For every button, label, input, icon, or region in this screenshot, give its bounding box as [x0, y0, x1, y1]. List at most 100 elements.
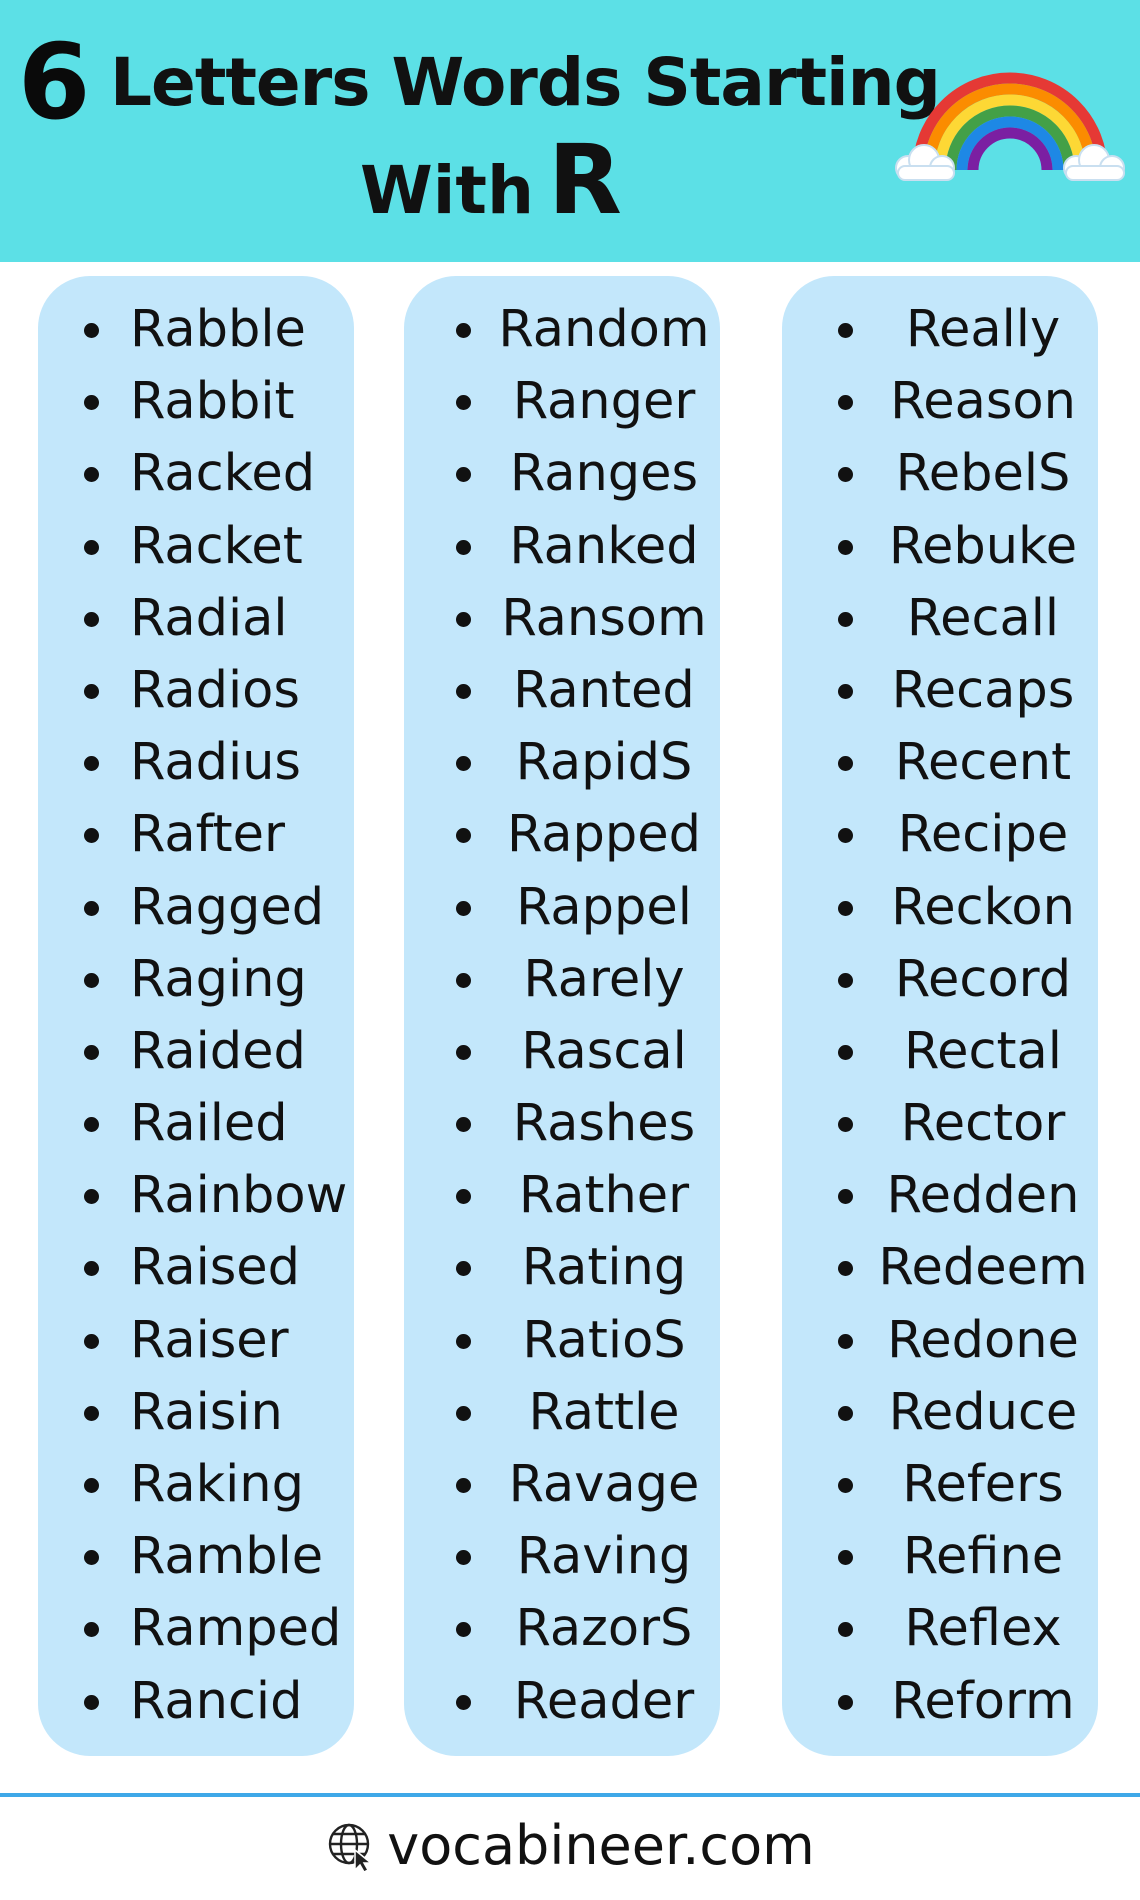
bullet-icon [838, 900, 853, 916]
title-line-1: Letters Words Starting [110, 44, 941, 121]
bullet-icon [84, 1694, 99, 1710]
word-list-item: Rectal [782, 1016, 1098, 1088]
word-list-item: Ransom [404, 583, 720, 655]
word-list-item: Rebuke [782, 511, 1098, 583]
word-text: Recipe [897, 805, 1069, 865]
word-text: Rather [518, 1166, 690, 1226]
word-text: Reflex [904, 1599, 1062, 1659]
word-text: Racket [130, 516, 303, 576]
word-text: Rabbit [130, 372, 295, 432]
bullet-icon [456, 1622, 471, 1638]
word-text: Rashes [512, 1094, 696, 1154]
word-text: Rebuke [888, 516, 1078, 576]
word-text: Redone [887, 1310, 1079, 1370]
bullet-icon [456, 611, 471, 627]
word-list-item: Ramped [38, 1593, 354, 1665]
bullet-icon [84, 395, 99, 411]
word-text: Raving [516, 1527, 692, 1587]
word-list-item: Reader [404, 1666, 720, 1738]
word-list-item: Rafter [38, 799, 354, 871]
word-text: Ramble [130, 1527, 324, 1587]
word-list-item: Record [782, 944, 1098, 1016]
bullet-icon [456, 828, 471, 844]
word-text: Rapped [506, 805, 702, 865]
word-list-item: Refers [782, 1449, 1098, 1521]
word-text: Ranger [512, 372, 696, 432]
word-text: Ranked [509, 516, 699, 576]
word-list-item: Refine [782, 1521, 1098, 1593]
bullet-icon [456, 1405, 471, 1421]
bullet-icon [838, 756, 853, 772]
word-list-item: Rappel [404, 872, 720, 944]
bullet-icon [838, 1478, 853, 1493]
word-list-item: Ranges [404, 438, 720, 510]
word-list-item: Redone [782, 1305, 1098, 1377]
word-text: Rectal [904, 1021, 1062, 1081]
word-list-item: Rattle [404, 1377, 720, 1449]
bullet-icon [838, 467, 853, 483]
word-text: Reader [513, 1671, 695, 1731]
word-text: Rafter [130, 805, 285, 865]
bullet-icon [84, 1622, 99, 1638]
word-text: Redeem [878, 1238, 1088, 1298]
bullet-icon [838, 1694, 853, 1710]
word-list-item: Recipe [782, 799, 1098, 871]
bullet-icon [456, 1550, 471, 1566]
bullet-icon [838, 683, 853, 699]
word-text: Reason [890, 372, 1076, 432]
rainbow-icon [895, 72, 1125, 181]
word-text: RebelS [895, 444, 1071, 504]
word-text: Raiser [130, 1310, 289, 1370]
word-text: Radius [130, 733, 302, 793]
word-list-item: Radius [38, 727, 354, 799]
bullet-icon [84, 683, 99, 699]
word-text: Raised [130, 1238, 301, 1298]
bullet-icon [84, 756, 99, 772]
bullet-icon [456, 323, 471, 338]
word-text: Railed [130, 1094, 288, 1154]
word-list-item: Ravage [404, 1449, 720, 1521]
site-link[interactable]: vocabineer.com [387, 1814, 815, 1877]
title-prefix: With [360, 152, 534, 229]
bullet-icon [456, 683, 471, 699]
word-list-item: Raiser [38, 1305, 354, 1377]
word-list-item: Really [782, 294, 1098, 366]
word-list-item: Redeem [782, 1232, 1098, 1304]
word-text: Reckon [891, 877, 1075, 937]
word-text: Rancid [130, 1671, 303, 1731]
word-list-item: Recaps [782, 655, 1098, 727]
word-text: Recent [894, 733, 1072, 793]
word-text: RatioS [522, 1310, 686, 1370]
word-list-item: Raking [38, 1449, 354, 1521]
bullet-icon [84, 1550, 99, 1566]
word-list-item: Rarely [404, 944, 720, 1016]
bullet-icon [84, 1405, 99, 1421]
word-list-item: Recall [782, 583, 1098, 655]
title-letter: R [547, 124, 622, 236]
bullet-icon [84, 1044, 99, 1060]
word-list-item: Raisin [38, 1377, 354, 1449]
bullet-icon [456, 1333, 471, 1349]
word-text: Raging [130, 949, 307, 1009]
bullet-icon [838, 828, 853, 844]
word-list-item: Raving [404, 1521, 720, 1593]
bullet-icon [84, 828, 99, 844]
word-list-item: Raided [38, 1016, 354, 1088]
bullet-icon [84, 1117, 99, 1133]
word-list-item: Rabble [38, 294, 354, 366]
word-list-item: Ragged [38, 872, 354, 944]
bullet-icon [456, 395, 471, 411]
bullet-icon [456, 972, 471, 988]
word-text: Racked [130, 444, 316, 504]
word-list-item: Ramble [38, 1521, 354, 1593]
bullet-icon [456, 1261, 471, 1277]
bullet-icon [838, 1261, 853, 1277]
word-list-item: Rascal [404, 1016, 720, 1088]
word-list-item: Raised [38, 1232, 354, 1304]
bullet-icon [838, 395, 853, 411]
word-list-item: Reason [782, 366, 1098, 438]
word-list-item: Rainbow [38, 1160, 354, 1232]
word-text: Reform [891, 1671, 1075, 1731]
